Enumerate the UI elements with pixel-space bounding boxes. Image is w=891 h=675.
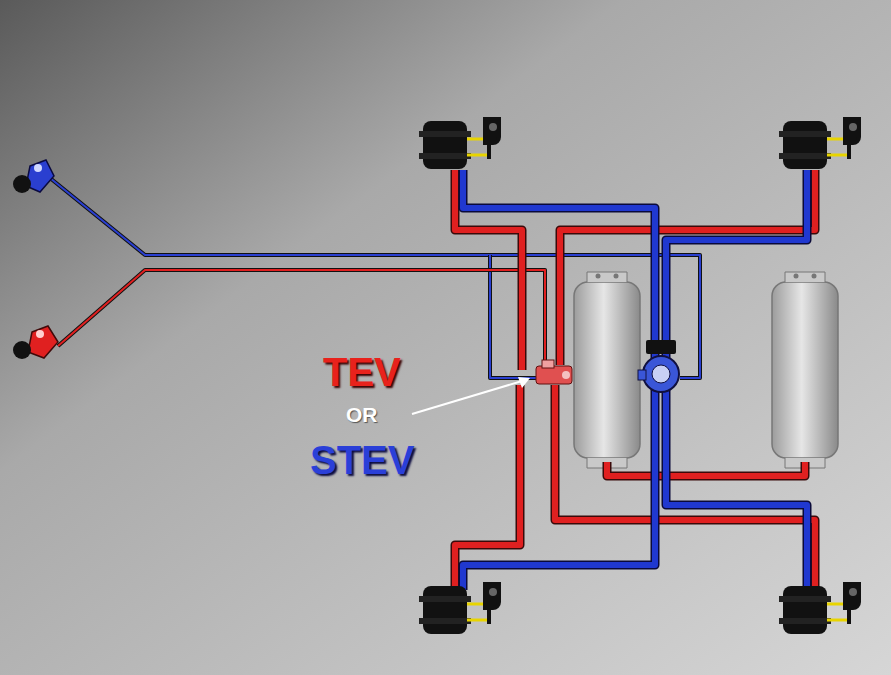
service-gladhand [13, 160, 54, 193]
air-tank [772, 272, 838, 468]
brake-chamber [779, 584, 859, 634]
brake-chamber [419, 584, 499, 634]
air-tank [574, 272, 640, 468]
stev-label: STEV [310, 440, 414, 480]
relay-valve [638, 340, 679, 392]
brake-pipes [455, 170, 815, 590]
tev-label: TEV [323, 352, 401, 392]
tev-valve [536, 360, 572, 384]
brake-chamber [419, 119, 499, 169]
brake-chamber [779, 119, 859, 169]
or-label: OR [346, 404, 378, 425]
emergency-gladhand [13, 326, 58, 359]
leader-arrow [412, 377, 530, 414]
